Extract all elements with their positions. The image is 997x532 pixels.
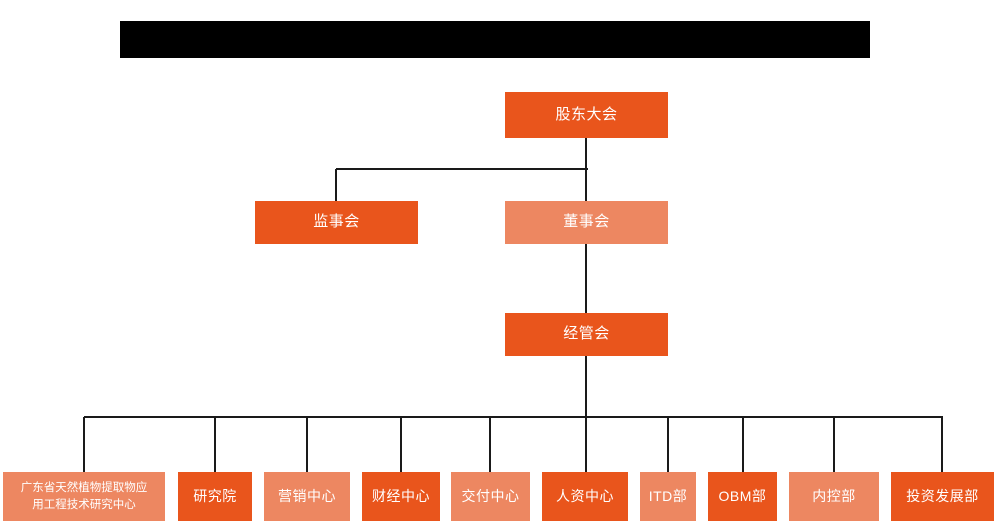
org-node-marketing[interactable]: 营销中心: [264, 472, 350, 521]
connector-d-itd: [667, 417, 669, 472]
org-node-institute[interactable]: 研究院: [178, 472, 252, 521]
org-node-supervisory[interactable]: 监事会: [255, 201, 418, 244]
connector-l4-bus: [84, 416, 943, 418]
org-node-label-itd: ITD部: [648, 487, 688, 504]
org-node-label-marketing: 营销中心: [278, 487, 336, 504]
org-node-hr[interactable]: 人资中心: [542, 472, 628, 521]
org-node-finance[interactable]: 财经中心: [362, 472, 440, 521]
connector-d-delivery: [489, 417, 491, 472]
org-node-itd[interactable]: ITD部: [640, 472, 696, 521]
connector-l4-stem: [585, 356, 587, 418]
org-node-label-obm: OBM部: [718, 487, 767, 504]
org-node-shareholders[interactable]: 股东大会: [505, 92, 668, 138]
org-node-label-investment: 投资发展部: [906, 487, 979, 504]
org-node-internal-ctrl[interactable]: 内控部: [789, 472, 879, 521]
connector-d-marketing: [306, 417, 308, 472]
connector-l2-bus: [336, 168, 588, 170]
connector-l2-left-drop: [335, 169, 337, 201]
org-node-investment[interactable]: 投资发展部: [891, 472, 994, 521]
redacted-title-bar: [120, 21, 870, 58]
connector-d-institute: [214, 417, 216, 472]
connector-d-finance: [400, 417, 402, 472]
connector-d-rnd: [83, 417, 85, 472]
org-node-board[interactable]: 董事会: [505, 201, 668, 244]
connector-d-investment: [941, 417, 943, 472]
org-node-label-supervisory: 监事会: [313, 213, 360, 231]
org-node-label-board: 董事会: [563, 213, 610, 231]
org-node-rnd-center[interactable]: 广东省天然植物提取物应 用工程技术研究中心: [3, 472, 165, 521]
org-node-label-finance: 财经中心: [372, 487, 430, 504]
org-node-obm[interactable]: OBM部: [708, 472, 777, 521]
org-node-label-shareholders: 股东大会: [555, 105, 618, 123]
connector-d-obm: [742, 417, 744, 472]
org-node-label-management: 经管会: [563, 325, 610, 343]
org-node-label-hr: 人资中心: [556, 487, 614, 504]
connector-l2-right-drop: [585, 169, 587, 201]
org-node-label-rnd-center: 广东省天然植物提取物应 用工程技术研究中心: [20, 481, 148, 511]
connector-d-hr: [585, 417, 587, 472]
org-node-management[interactable]: 经管会: [505, 313, 668, 356]
org-node-label-delivery: 交付中心: [461, 487, 520, 504]
org-node-delivery[interactable]: 交付中心: [451, 472, 530, 521]
connector-d-internal: [833, 417, 835, 472]
connector-l1-drop: [585, 138, 587, 171]
connector-l3-drop: [585, 244, 587, 313]
org-node-label-institute: 研究院: [193, 487, 237, 504]
org-node-label-internal-ctrl: 内控部: [812, 487, 856, 504]
